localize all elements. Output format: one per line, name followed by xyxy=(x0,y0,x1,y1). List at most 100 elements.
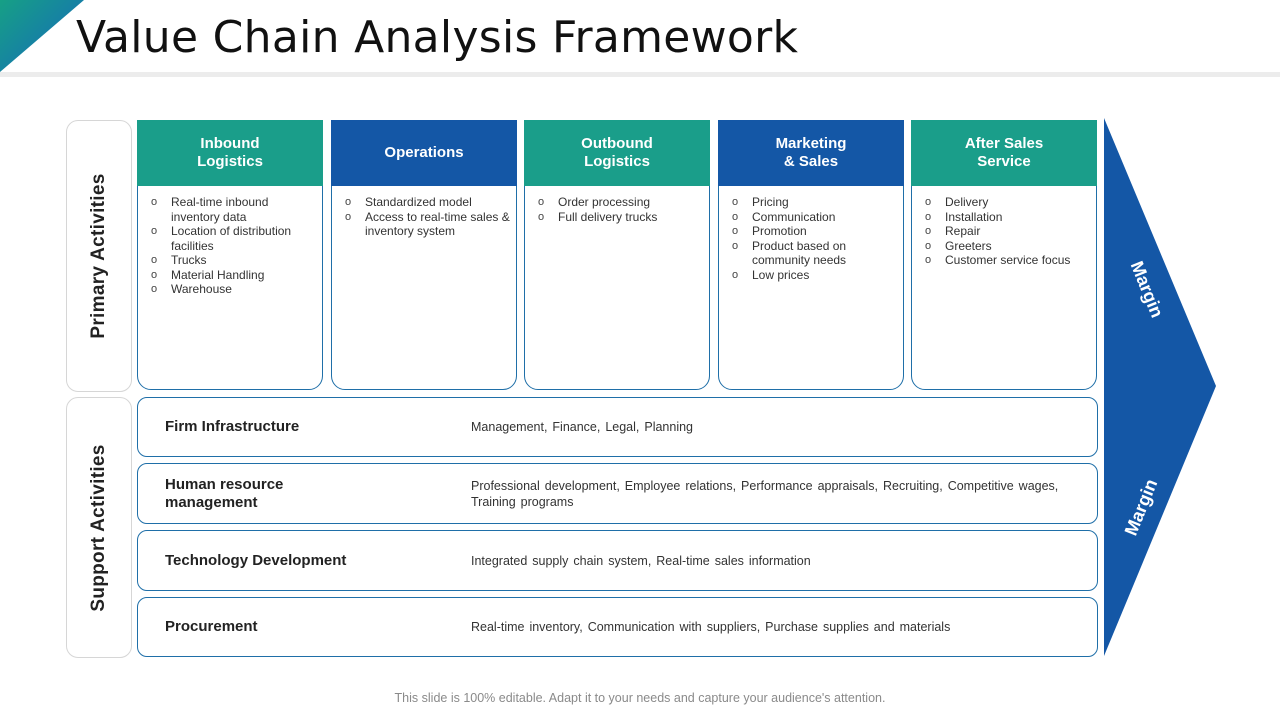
column-title: Logistics xyxy=(197,153,263,170)
column-title: Marketing xyxy=(775,135,847,152)
activity-item-text: Installation xyxy=(945,209,1003,224)
activity-item-text: Greeters xyxy=(945,238,992,253)
activity-item: o Promotion xyxy=(732,224,898,239)
support-row-human-resource-management: Human resource management Professional d… xyxy=(137,463,1098,524)
primary-activities-label: Primary Activities xyxy=(88,173,109,339)
activity-item-text: Real-time inbound inventory data xyxy=(171,195,269,224)
primary-activities-label-box: Primary Activities xyxy=(66,120,132,392)
activity-item: o Installation xyxy=(925,210,1091,225)
title-divider xyxy=(0,72,1280,77)
support-activity-description: Professional development, Employee relat… xyxy=(471,478,1059,509)
activity-item-text: Delivery xyxy=(945,195,989,209)
support-activities-label-box: Support Activities xyxy=(66,397,132,658)
column-header: Marketing& Sales xyxy=(718,120,904,186)
activity-item: o Repair xyxy=(925,224,1091,239)
activity-item-text: Low prices xyxy=(752,267,810,282)
margin-arrow xyxy=(1104,118,1216,656)
bullet-icon: o xyxy=(925,254,932,266)
activity-item: o Order processing xyxy=(538,195,704,210)
activity-item-text: Trucks xyxy=(171,253,207,267)
bullet-icon: o xyxy=(732,196,739,208)
activity-item-text: Standardized model xyxy=(365,195,472,209)
footer-note: This slide is 100% editable. Adapt it to… xyxy=(394,691,886,705)
bullet-icon: o xyxy=(732,225,739,237)
bullet-icon: o xyxy=(151,283,158,295)
activity-item-text: Pricing xyxy=(752,195,789,209)
support-activity-name: Technology Development xyxy=(165,551,347,569)
activity-item-text: Material Handling xyxy=(171,267,265,282)
bullet-icon: o xyxy=(925,225,932,237)
activity-item: o Greeters xyxy=(925,239,1091,254)
support-activity-name: Firm Infrastructure xyxy=(165,418,300,435)
activity-item-text: Promotion xyxy=(752,224,807,238)
activity-item-text: Product based on community needs xyxy=(752,238,847,268)
bullet-icon: o xyxy=(151,225,158,237)
bullet-icon: o xyxy=(345,196,352,208)
activity-item: o Pricing xyxy=(732,195,898,210)
support-activities-label: Support Activities xyxy=(88,443,109,612)
bullet-icon: o xyxy=(925,210,932,223)
activity-item-text: Order processing xyxy=(558,195,651,209)
bullet-icon: o xyxy=(345,210,352,223)
activity-item: o Access to real-time sales & inventory s… xyxy=(345,210,511,239)
margin-arrow-shape xyxy=(1104,118,1216,656)
column-header: Operations xyxy=(331,120,517,186)
activity-item-text: Communication xyxy=(752,209,836,224)
column-title: Operations xyxy=(384,144,464,161)
support-activity-name: Human resource management xyxy=(165,475,284,511)
activity-item-text: Repair xyxy=(945,224,981,238)
activity-item: o Low prices xyxy=(732,268,898,283)
bullet-icon: o xyxy=(732,210,739,223)
activity-item: o Real-time inbound inventory data xyxy=(151,195,317,224)
support-row-firm-infrastructure: Firm Infrastructure Management, Finance,… xyxy=(137,397,1098,457)
activity-item: o Communication xyxy=(732,210,898,225)
activity-item-text: Full delivery trucks xyxy=(558,209,658,224)
bullet-icon: o xyxy=(925,196,932,208)
column-title: Logistics xyxy=(584,153,650,170)
activity-item: o Material Handling xyxy=(151,268,317,283)
activity-item: o Full delivery trucks xyxy=(538,210,704,225)
column-title: Inbound xyxy=(200,135,260,152)
activity-item: o Product based on community needs xyxy=(732,239,898,268)
corner-accent xyxy=(0,0,84,72)
page-title: Value Chain Analysis Framework xyxy=(76,12,799,63)
support-row-technology-development: Technology Development Integrated supply… xyxy=(137,530,1098,591)
support-activity-name: Procurement xyxy=(165,618,258,635)
column-title: & Sales xyxy=(783,153,839,170)
bullet-icon: o xyxy=(151,254,158,266)
column-title: After Sales xyxy=(964,135,1044,152)
activity-item: o Delivery xyxy=(925,195,1091,210)
support-activity-description: Integrated supply chain system, Real-tim… xyxy=(471,553,811,568)
support-activity-description: Management, Finance, Legal, Planning xyxy=(471,420,694,434)
activity-item: o Customer service focus xyxy=(925,253,1091,268)
activity-item-text: Customer service focus xyxy=(945,253,1071,267)
activity-item: o Standardized model xyxy=(345,195,511,210)
bullet-icon: o xyxy=(732,239,739,252)
bullet-icon: o xyxy=(151,196,158,208)
bullet-icon: o xyxy=(151,268,158,281)
activity-item-text: Location of distribution facilities xyxy=(171,224,292,253)
column-title: Outbound xyxy=(581,135,653,152)
bullet-icon: o xyxy=(732,268,739,281)
support-activity-description: Real-time inventory, Communication with … xyxy=(471,620,951,634)
activity-item: o Trucks xyxy=(151,253,317,268)
support-row-procurement: Procurement Real-time inventory, Communi… xyxy=(137,597,1098,657)
bullet-icon: o xyxy=(538,196,545,208)
activity-item: o Location of distribution facilities xyxy=(151,224,317,253)
bullet-icon: o xyxy=(925,239,932,252)
bullet-icon: o xyxy=(538,210,545,223)
activity-item-text: Access to real-time sales & inventory sy… xyxy=(365,209,510,239)
